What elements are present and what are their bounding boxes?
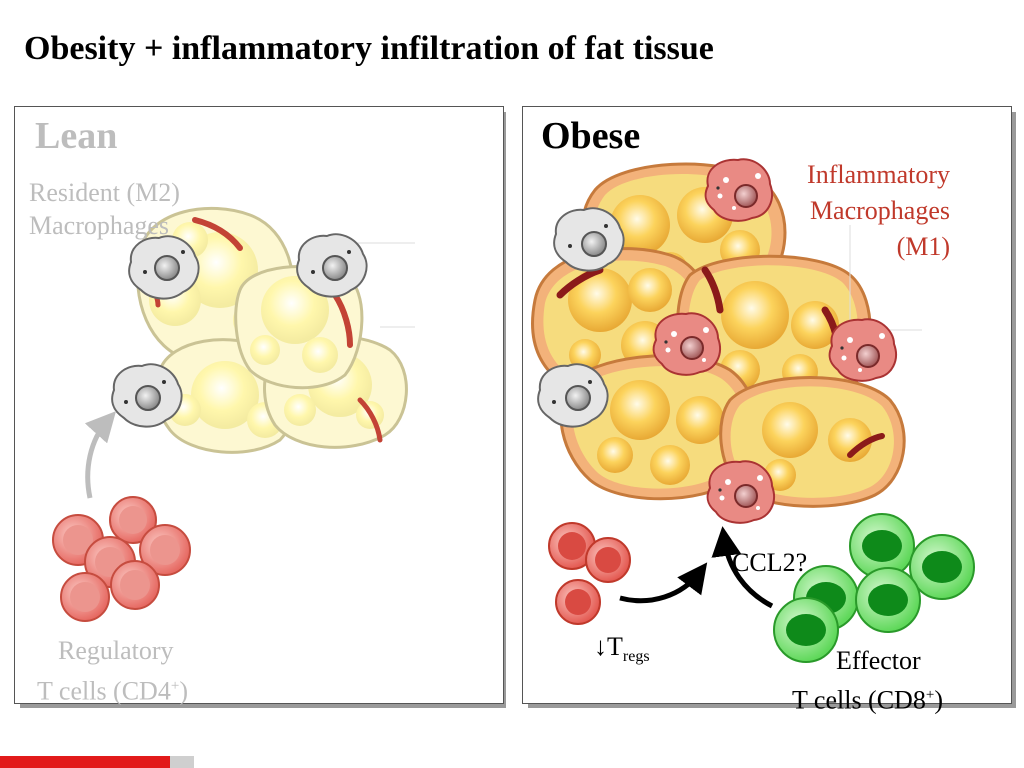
regulatory-t-cell (555, 579, 601, 625)
footer-accent-bar (0, 756, 170, 768)
obese-capillary (701, 266, 724, 314)
effector-t-cell (849, 513, 915, 579)
effector-arrow (711, 526, 774, 609)
lean-heading: Lean (35, 115, 118, 157)
treg-cluster (548, 522, 631, 625)
obese-adipocyte (719, 376, 906, 508)
regulatory-t-cell (139, 524, 191, 576)
effector-t-cell-cluster (773, 513, 975, 663)
resident-macrophage (296, 233, 368, 298)
regulatory-t-cell-label-line1: Regulatory (58, 636, 174, 665)
inflammatory-macrophage (652, 312, 721, 376)
treg-arrow (619, 562, 708, 604)
effector-t-cell-label-line1: Effector (836, 646, 921, 675)
effector-t-cell (909, 534, 975, 600)
chemokine-label: CCL2? (732, 548, 808, 577)
inflammatory-macrophage-label-line3: (M1) (896, 232, 950, 261)
obese-adipose-cluster (531, 162, 906, 508)
regulatory-t-cell (109, 496, 157, 544)
resident-macrophage (128, 235, 200, 300)
resident-macrophage-label-line1: Resident (M2) (29, 178, 180, 207)
regulatory-t-cell (548, 522, 596, 570)
resident-macrophage-label-line2: Macrophages (29, 211, 170, 240)
inflammatory-macrophage (706, 460, 775, 524)
effector-t-cell-label-line2: T cells (CD8+) (792, 685, 943, 715)
lean-capillary (192, 217, 243, 251)
inflammatory-macrophage-label-line1: Inflammatory (807, 160, 950, 189)
effector-t-cell (855, 567, 921, 633)
resident-macrophage (553, 207, 625, 272)
slide-title: Obesity + inflammatory infiltration of f… (24, 30, 714, 67)
regulatory-t-cell-cluster (52, 496, 191, 622)
obese-capillary (847, 433, 885, 458)
obese-capillary (556, 266, 604, 299)
regulatory-t-cell-label-line2: T cells (CD4+) (37, 676, 188, 706)
treg-decrease-label: ↓Tregs (594, 632, 650, 666)
resident-macrophage (537, 363, 609, 428)
effector-t-cell (773, 597, 839, 663)
regulatory-t-cell (60, 572, 110, 622)
inflammatory-macrophage-label-line2: Macrophages (809, 196, 950, 225)
inflammatory-macrophage (704, 158, 773, 222)
regulatory-t-cell (110, 560, 160, 610)
resident-macrophage (111, 363, 183, 428)
lean-capillary (332, 292, 353, 348)
lean-capillary (357, 397, 383, 443)
regulatory-t-cell (585, 537, 631, 583)
obese-heading: Obese (541, 115, 641, 157)
inflammatory-macrophage (828, 318, 897, 382)
lean-migration-arrow (84, 411, 117, 499)
footer-accent-bar-grey (170, 756, 194, 768)
